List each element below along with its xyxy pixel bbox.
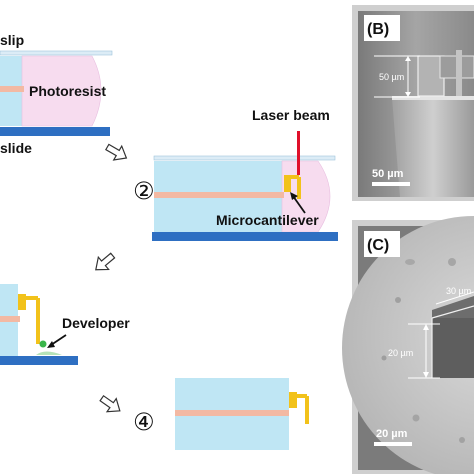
developer-pointer-line [50,334,67,346]
microcantilever-image-c [431,296,474,378]
developer-puddle [36,351,62,355]
step3-stripe [0,316,20,322]
step2-stripe [154,192,284,198]
panel-b-scale-bar [372,182,410,186]
sem-panel-b: 50 µm (B) 50 µm [352,5,474,201]
developer-droplet [39,340,47,348]
step2-microcantilever [284,175,301,199]
panel-c-tag: (C) [367,237,389,254]
step3-slide [0,356,78,365]
process-arrow-1 [105,143,128,161]
label-laser-beam: Laser beam [252,107,330,123]
microcantilever-image-b [417,50,474,97]
dim-b-label: 50 µm [379,72,404,82]
developer-pointer-head [47,341,55,348]
step1-assembly: slip Photoresist slide [0,32,113,156]
panel-c-scale-bar [374,442,412,446]
sem-panel-c: 30 µm 20 µm (C) 20 µm [342,216,474,474]
dim-c-width [435,291,474,305]
step3-microcantilever [18,294,40,344]
dim-c-height-label: 20 µm [388,348,413,358]
panel-b-tag: (B) [367,21,389,38]
process-arrow-3 [99,394,121,413]
laser-beam [297,131,300,175]
fiber-body-b [392,98,474,197]
process-arrow-2 [95,252,116,271]
step1-stripe [0,86,24,92]
step2-slide [152,232,338,241]
step2-number: ② [133,178,155,205]
label-developer: Developer [62,315,130,331]
step1-coverslip [0,50,113,56]
step1-slide [0,127,110,136]
panel-b-scale-label: 50 µm [372,168,404,180]
label-coverslip: slip [0,32,24,48]
dim-c-width-label: 30 µm [446,286,471,296]
step3-assembly: Developer [0,284,130,365]
label-slide: slide [0,140,32,156]
step2-assembly: Laser beam Microcantilever [152,107,338,241]
label-microcantilever: Microcantilever [216,212,319,228]
step4-microcantilever [289,392,309,424]
fiber-edge-b [392,96,474,100]
step4-number: ④ [133,409,155,436]
step4-assembly [175,378,309,450]
panel-c-tag-bg [364,231,400,257]
panel-c-scale-label: 20 µm [376,428,408,440]
panel-b-tag-bg [364,15,400,41]
fiber-face-c [342,216,474,474]
step1-photoresist [21,55,102,127]
step4-stripe [175,410,289,416]
cantilever-pointer-line [292,195,306,214]
step2-coverslip [153,155,336,161]
cantilever-pointer-head [290,192,298,200]
label-photoresist: Photoresist [29,83,106,99]
